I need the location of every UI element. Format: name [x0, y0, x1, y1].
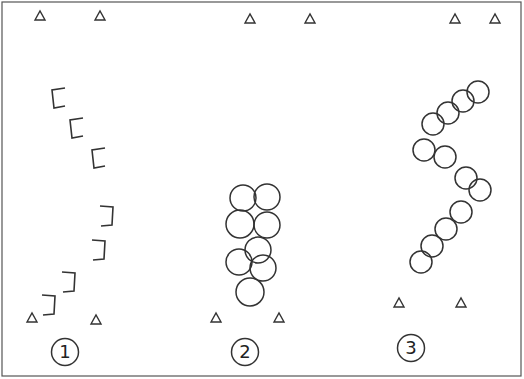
number-circle: 3 [396, 333, 426, 363]
cone [394, 298, 404, 307]
player-circle [434, 146, 456, 168]
cone [245, 14, 255, 23]
player-markers [42, 88, 113, 315]
player-marker [62, 272, 75, 292]
cone [91, 315, 101, 324]
frame-edge [2, 1, 521, 3]
cone [450, 14, 460, 23]
circled-number: 2 [239, 343, 250, 361]
circle-outline [398, 335, 425, 362]
cone [274, 313, 284, 322]
player-circle [245, 237, 271, 263]
player-circle [450, 201, 472, 223]
cone [490, 14, 500, 23]
player-circle [230, 185, 256, 211]
player-circle [254, 212, 280, 238]
player-marker [92, 240, 105, 260]
player-circles [226, 81, 491, 306]
cone [35, 11, 45, 20]
circled-number: 3 [405, 339, 416, 357]
player-marker [100, 206, 113, 226]
cone [95, 11, 105, 20]
cone [456, 298, 466, 307]
cones [27, 11, 500, 324]
circle-outline [232, 339, 259, 366]
player-circle [226, 210, 254, 238]
player-marker [70, 118, 83, 138]
player-marker [42, 295, 55, 315]
circle-outline [52, 339, 79, 366]
player-circle [254, 184, 280, 210]
frame [2, 2, 521, 376]
frame-edge [2, 375, 521, 377]
player-circle [422, 113, 444, 135]
cone [211, 313, 221, 322]
player-circle [455, 167, 477, 189]
player-circle [469, 179, 491, 201]
cone [305, 14, 315, 23]
player-circle [250, 255, 276, 281]
circled-number: 1 [59, 343, 70, 361]
player-circle [236, 278, 264, 306]
number-circle: 2 [230, 337, 260, 367]
player-circle [410, 251, 432, 273]
number-circle: 1 [50, 337, 80, 367]
player-circle [437, 102, 459, 124]
player-marker [52, 88, 65, 108]
player-circle [226, 249, 252, 275]
player-circle [421, 235, 443, 257]
cone [27, 313, 37, 322]
player-circle [413, 139, 435, 161]
player-marker [92, 148, 105, 168]
player-circle [452, 90, 474, 112]
